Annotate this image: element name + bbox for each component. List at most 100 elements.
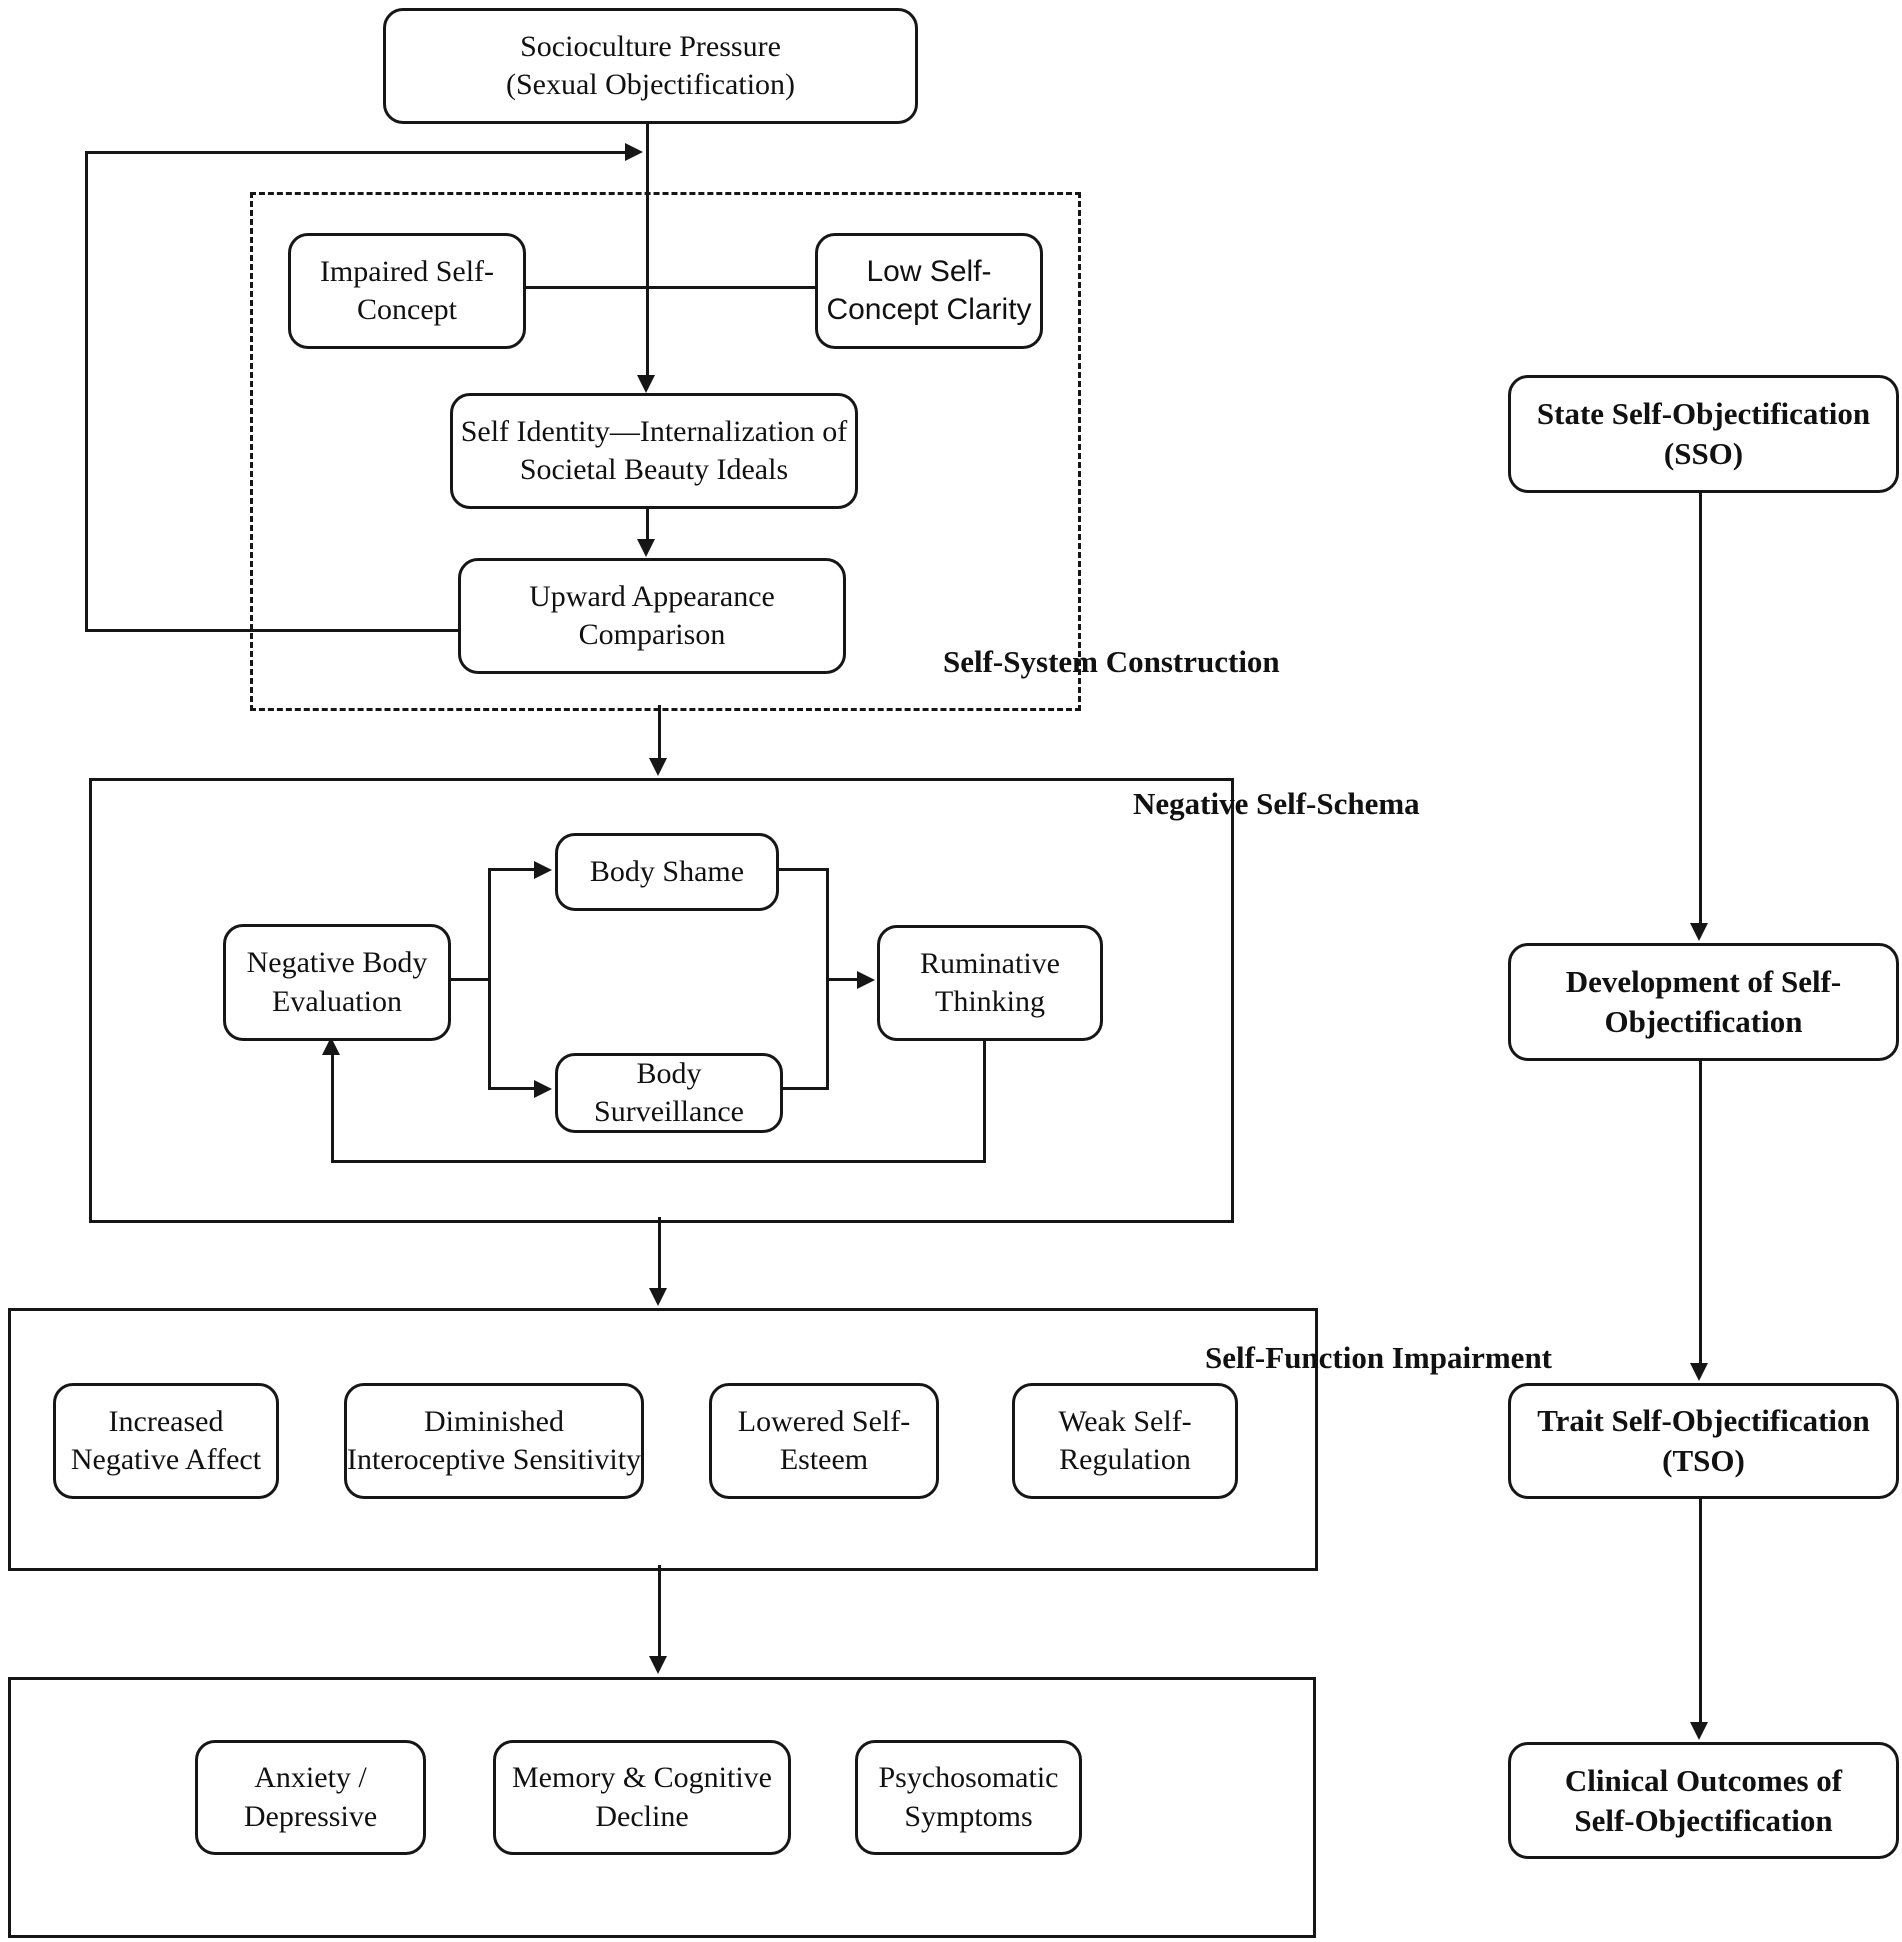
connector-self-system-to-schema xyxy=(658,705,661,758)
node-increased-negative-affect: Increased Negative Affect xyxy=(53,1383,279,1499)
connector-split-vertical xyxy=(488,868,491,1090)
arrowhead-into-development xyxy=(1690,923,1708,941)
arrowhead-into-schema xyxy=(649,758,667,776)
connector-impairment-to-outcomes xyxy=(658,1565,661,1656)
node-text: Objectification xyxy=(1604,1004,1803,1039)
node-text: Diminished xyxy=(424,1404,564,1438)
connector-feedback-bottom xyxy=(85,629,458,632)
node-upward-appearance-comparison: Upward Appearance Comparison xyxy=(458,558,846,674)
node-text: Increased xyxy=(108,1404,224,1438)
zone-clinical-outcomes xyxy=(8,1677,1316,1938)
node-body-surveillance: Body Surveillance xyxy=(555,1053,783,1133)
node-text: Lowered Self- xyxy=(737,1404,911,1438)
connector-nbe-out xyxy=(445,978,490,981)
node-text: (SSO) xyxy=(1663,436,1744,471)
node-text: Ruminative xyxy=(920,946,1060,980)
node-text: Thinking xyxy=(935,985,1045,1018)
node-lowered-self-esteem: Lowered Self- Esteem xyxy=(709,1383,939,1499)
arrowhead-into-self-identity xyxy=(637,375,655,393)
connector-feedback-top xyxy=(85,151,625,154)
node-text: Body xyxy=(636,1056,702,1090)
arrowhead-into-upward xyxy=(637,539,655,557)
node-text: Trait Self-Objectification xyxy=(1537,1403,1870,1439)
node-text: Socioculture Pressure xyxy=(520,29,781,63)
arrowhead-into-impairment xyxy=(649,1288,667,1306)
node-memory-cognitive-decline: Memory & Cognitive Decline xyxy=(493,1740,791,1855)
connector-body-shame-out xyxy=(773,868,829,871)
connector-merge-vertical xyxy=(826,868,829,1090)
node-text: Low Self- xyxy=(866,254,992,288)
node-text: Self Identity—Internalization of xyxy=(460,414,848,448)
node-text: Anxiety / xyxy=(254,1761,367,1795)
node-text: Societal Beauty Ideals xyxy=(519,453,789,486)
node-diminished-interoceptive-sensitivity: Diminished Interoceptive Sensitivity xyxy=(344,1383,644,1499)
connector-to-ruminative xyxy=(829,978,857,981)
arrowhead-feedback-into-spine xyxy=(625,143,643,161)
connector-body-surveillance-out xyxy=(777,1087,829,1090)
node-text: Weak Self- xyxy=(1058,1404,1192,1438)
node-text: Upward Appearance xyxy=(529,579,775,613)
node-development-of-self-objectification: Development of Self- Objectification xyxy=(1508,943,1899,1061)
node-text: Comparison xyxy=(578,618,726,651)
node-text: (Sexual Objectification) xyxy=(505,68,796,101)
node-text: Memory & Cognitive xyxy=(512,1761,772,1795)
node-text: Psychosomatic xyxy=(878,1761,1059,1795)
node-text: Esteem xyxy=(779,1443,869,1476)
node-weak-self-regulation: Weak Self- Regulation xyxy=(1012,1383,1238,1499)
zone-negative-self-schema xyxy=(89,778,1234,1223)
arrowhead-into-ruminative xyxy=(857,971,875,989)
node-anxiety-depressive: Anxiety / Depressive xyxy=(195,1740,426,1855)
node-text: Body Shame xyxy=(589,854,745,888)
node-state-self-objectification: State Self-Objectification (SSO) xyxy=(1508,375,1899,493)
node-text: (TSO) xyxy=(1662,1443,1745,1478)
node-text: Surveillance xyxy=(594,1095,744,1128)
node-trait-self-objectification: Trait Self-Objectification (TSO) xyxy=(1508,1383,1899,1499)
connector-to-body-surveillance xyxy=(488,1087,534,1090)
node-text: Evaluation xyxy=(272,984,402,1018)
connector-to-body-shame xyxy=(488,868,534,871)
zone-self-system-construction xyxy=(250,192,1081,711)
node-text: Symptoms xyxy=(904,1799,1033,1833)
node-low-self-concept-clarity: Low Self- Concept Clarity xyxy=(815,233,1043,349)
connector-schema-return xyxy=(333,1160,985,1163)
node-body-shame: Body Shame xyxy=(555,833,779,911)
connector-tso-to-clinical xyxy=(1699,1493,1702,1722)
connector-impaired-low-clarity xyxy=(520,286,815,289)
zone-label-self-system-construction: Self-System Construction xyxy=(943,644,1280,679)
connector-sso-to-development xyxy=(1699,487,1702,923)
arrowhead-into-body-shame xyxy=(534,861,552,879)
connector-feedback-left xyxy=(85,151,88,632)
zone-label-self-function-impairment: Self-Function Impairment xyxy=(1205,1340,1553,1375)
arrowhead-into-outcomes xyxy=(649,1656,667,1674)
connector-development-to-tso xyxy=(1699,1055,1702,1363)
node-text: Negative Affect xyxy=(70,1443,262,1476)
arrowhead-into-tso xyxy=(1690,1363,1708,1381)
node-ruminative-thinking: Ruminative Thinking xyxy=(877,925,1103,1041)
zone-self-function-impairment xyxy=(8,1308,1318,1571)
node-text: Regulation xyxy=(1059,1443,1191,1476)
node-self-identity-internalization: Self Identity—Internalization of Societa… xyxy=(450,393,858,509)
node-text: Depressive xyxy=(243,1799,378,1833)
connector-self-identity-to-upward xyxy=(646,503,649,539)
arrowhead-into-clinical xyxy=(1690,1722,1708,1740)
connector-return-up xyxy=(331,1055,334,1163)
node-text: Self-Objectification xyxy=(1574,1802,1833,1838)
node-socioculture-pressure: Socioculture Pressure (Sexual Objectific… xyxy=(383,8,918,124)
node-text: Impaired Self- xyxy=(319,254,495,288)
node-text: State Self-Objectification xyxy=(1536,396,1871,432)
node-text: Negative Body xyxy=(246,946,428,980)
node-psychosomatic-symptoms: Psychosomatic Symptoms xyxy=(855,1740,1082,1855)
node-clinical-outcomes-of-self-objectification: Clinical Outcomes of Self-Objectificatio… xyxy=(1508,1742,1899,1859)
node-negative-body-evaluation: Negative Body Evaluation xyxy=(223,924,451,1041)
node-text: Decline xyxy=(595,1799,689,1833)
connector-socio-to-self-identity xyxy=(646,117,649,375)
arrowhead-into-body-surveillance xyxy=(534,1080,552,1098)
zone-label-negative-self-schema: Negative Self-Schema xyxy=(1133,786,1420,821)
arrowhead-into-nbe xyxy=(322,1037,340,1055)
connector-ruminative-down xyxy=(983,1035,986,1163)
connector-schema-to-impairment xyxy=(658,1217,661,1288)
node-text: Concept xyxy=(357,293,457,326)
node-impaired-self-concept: Impaired Self- Concept xyxy=(288,233,526,349)
node-text: Clinical Outcomes of xyxy=(1564,1762,1843,1798)
